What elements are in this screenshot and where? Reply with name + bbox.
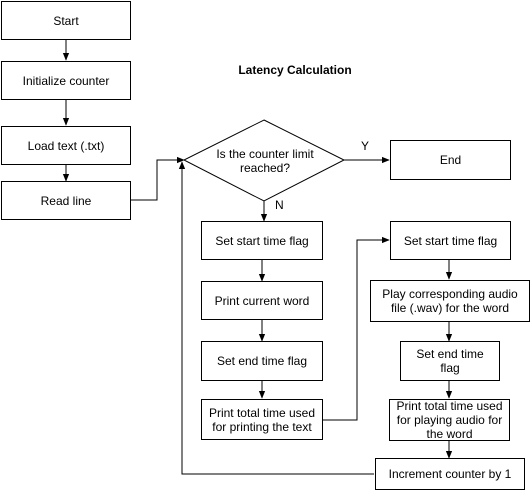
node-print-total-text: Print total time used for printing the t… bbox=[201, 399, 323, 440]
edge-total-to-rstart bbox=[323, 236, 390, 421]
node-right-set-end-time: Set end time flag bbox=[400, 341, 500, 381]
edge-read-to-decision bbox=[131, 156, 185, 201]
node-play-audio: Play corresponding audio file (.wav) for… bbox=[370, 280, 530, 322]
node-right-set-start-time: Set start time flag bbox=[390, 221, 511, 260]
edge-label-no: N bbox=[275, 198, 284, 212]
node-print-current-word: Print current word bbox=[201, 281, 323, 320]
node-left-set-end-time: Set end time flag bbox=[201, 341, 323, 381]
decision-label: Is the counter limit reached? bbox=[216, 147, 314, 175]
node-start: Start bbox=[1, 1, 131, 40]
node-left-set-start-time: Set start time flag bbox=[201, 221, 323, 260]
node-read-line: Read line bbox=[1, 181, 131, 220]
node-initialize-counter: Initialize counter bbox=[1, 61, 131, 100]
diagram-title: Latency Calculation bbox=[238, 63, 352, 77]
node-end: End bbox=[390, 140, 511, 180]
edge-label-yes: Y bbox=[361, 139, 370, 153]
node-load-text: Load text (.txt) bbox=[1, 126, 131, 165]
node-increment-counter: Increment counter by 1 bbox=[375, 458, 525, 490]
edge-increment-loop bbox=[178, 161, 374, 475]
node-print-total-audio: Print total time used for playing audio … bbox=[389, 399, 510, 441]
